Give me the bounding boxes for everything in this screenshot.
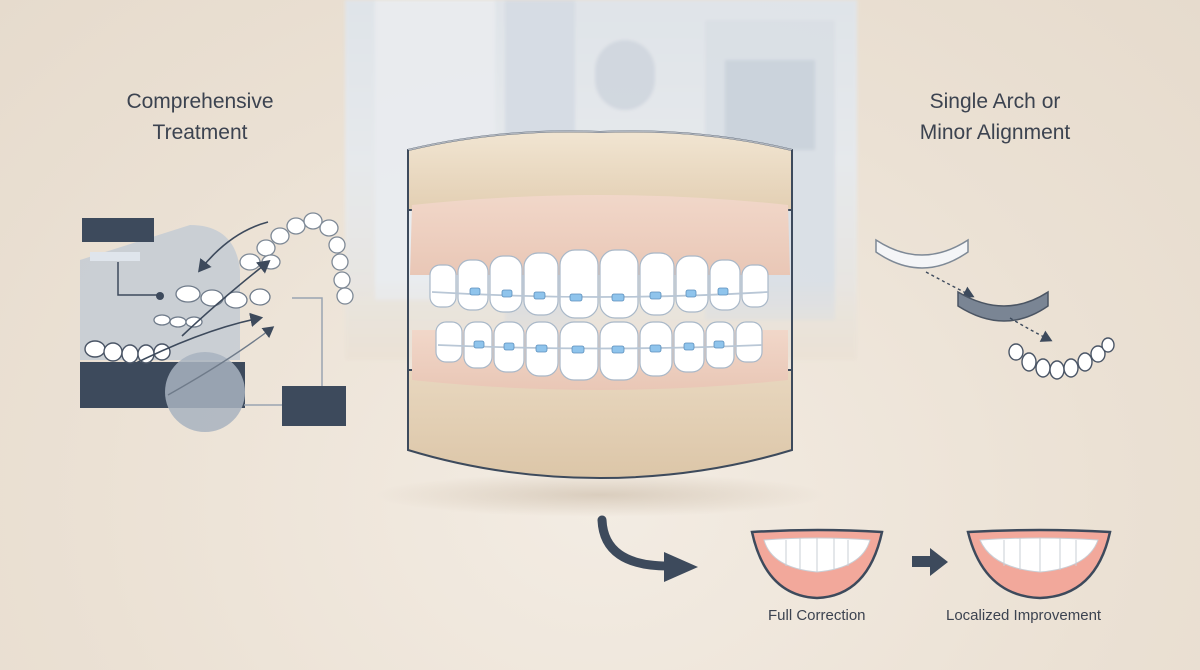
- localized-improvement-smile: [966, 528, 1112, 600]
- single-arch-heading: Single Arch or Minor Alignment: [919, 90, 1071, 144]
- localized-improvement-label: Localized Improvement: [946, 607, 1102, 624]
- full-correction-smile: [750, 528, 884, 600]
- full-correction-label: Full Correction: [768, 607, 866, 624]
- comprehensive-treatment-heading: Comprehensive Treatment: [126, 90, 274, 144]
